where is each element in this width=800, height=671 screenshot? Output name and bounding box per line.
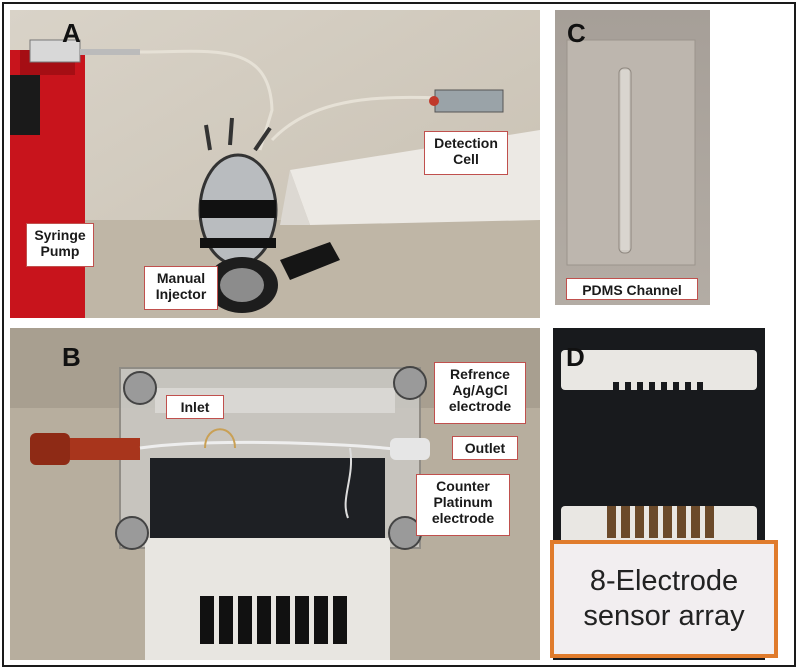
counter-electrode-label: Counter Platinum electrode [416, 474, 510, 536]
panel-a-letter: A [62, 18, 81, 48]
panel-a-photo [10, 10, 540, 318]
outlet-label: Outlet [452, 436, 518, 460]
syringe-pump-label: Syringe Pump [26, 223, 94, 267]
panel-d-letter: D [566, 342, 585, 372]
inlet-label: Inlet [166, 395, 224, 419]
panel-c-letter: C [567, 18, 586, 48]
panel-b-letter: B [62, 342, 81, 372]
detection-cell-label: Detection Cell [424, 131, 508, 175]
reference-electrode-label: Refrence Ag/AgCl electrode [434, 362, 526, 424]
manual-injector-label: Manual Injector [144, 266, 218, 310]
sensor-array-label: 8-Electrode sensor array [550, 540, 778, 658]
pdms-channel-label: PDMS Channel [566, 278, 698, 300]
panel-c-photo [555, 10, 710, 305]
